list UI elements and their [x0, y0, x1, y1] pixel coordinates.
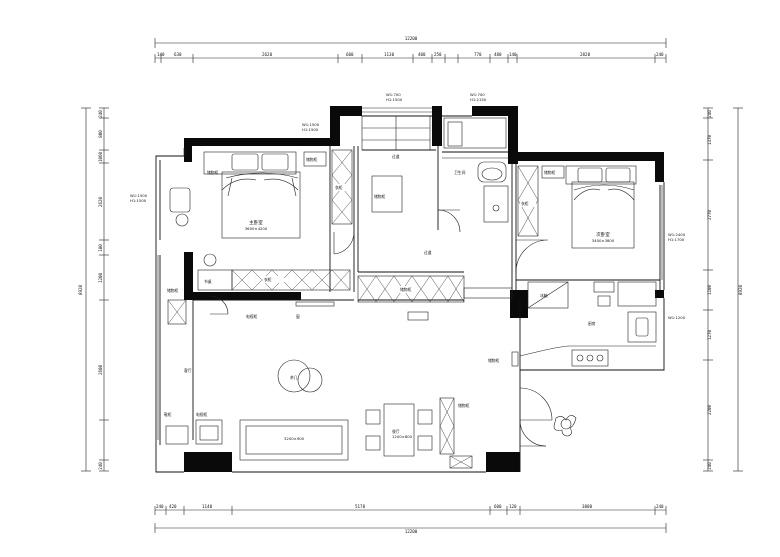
- bottom-dim-4: 600: [494, 504, 502, 509]
- wardrobe-label-1: 衣柜: [264, 277, 272, 282]
- tv-cabinet-label: 电视柜: [196, 412, 208, 417]
- top-total-dim: 12200: [405, 36, 418, 41]
- left-dim-2: 1060: [98, 151, 103, 162]
- kitchen: 冰箱 厨房 W1:1200 储物柜: [488, 281, 686, 367]
- left-dim-0: 240: [98, 110, 103, 118]
- bedside-label: 储物柜: [207, 170, 219, 175]
- right-total-dim: 8920: [738, 284, 743, 295]
- top-dim-8: 480: [494, 52, 502, 57]
- master-bedroom: 储物柜 储物柜 主卧室 3600×4200 衣柜 书桌 衣柜: [197, 149, 353, 291]
- bathroom-label: 卫生间: [454, 170, 466, 175]
- master-bedroom-size: 3600×4200: [245, 226, 268, 231]
- entry-cabinet-label: 储物柜: [167, 288, 179, 293]
- right-dim-6: 240: [707, 462, 712, 470]
- left-dimensions: 8920 240 800 1060 2620 180 1200 2600 240: [78, 107, 109, 472]
- tall-cabinet: 储物柜: [357, 275, 513, 321]
- right-dim-2: 2770: [707, 209, 712, 220]
- right-dim-4: 1270: [707, 329, 712, 340]
- top-dim-1: 630: [174, 52, 182, 57]
- left-total-dim: 8920: [78, 284, 83, 295]
- coffee-table-label: 茶几: [290, 375, 298, 380]
- bottom-dim-1: 420: [169, 504, 177, 509]
- wardrobe-right: 衣柜: [331, 149, 353, 225]
- plant-icon: [553, 415, 577, 437]
- desk-label: 书桌: [204, 279, 212, 284]
- second-bedroom-label: 次卧室: [596, 231, 610, 238]
- bottom-total-dim: 12200: [405, 529, 418, 534]
- top-dim-3: 600: [346, 52, 354, 57]
- wardrobe-bottom: 衣柜: [231, 269, 351, 291]
- left-dim-1: 800: [98, 130, 103, 138]
- left-dim-4: 180: [98, 244, 103, 252]
- hallway-label: 过道: [392, 154, 400, 159]
- top-dim-4: 1130: [384, 52, 395, 57]
- bottom-dim-6: 3800: [582, 504, 593, 509]
- storage-label: 储物柜: [374, 194, 386, 199]
- bottom-dim-3: 5170: [355, 504, 366, 509]
- dining-size: 1200×800: [392, 434, 413, 439]
- second-bedroom-size: 3400×3800: [592, 238, 615, 243]
- top-dim-10: 2820: [580, 52, 591, 57]
- window-label: 窗: [296, 314, 300, 319]
- bottom-dim-0: 240: [156, 504, 164, 509]
- right-dim-3: 1100: [707, 284, 712, 295]
- top-dimensions: 12200 140 630 2620 600 1130 400 250 770 …: [154, 36, 667, 63]
- left-dim-6: 2600: [98, 364, 103, 375]
- right-dim-0: 240: [707, 110, 712, 118]
- bedside-right-label: 储物柜: [306, 157, 318, 162]
- tv-label: 电视柜: [246, 314, 258, 319]
- second-wardrobe-label: 衣柜: [521, 201, 529, 206]
- bottom-dim-2: 1140: [202, 504, 213, 509]
- counter-label: 储物柜: [488, 358, 500, 363]
- refrigerator-label: 冰箱: [540, 293, 548, 298]
- left-dim-5: 1200: [98, 272, 103, 283]
- right-dim-5: 2200: [707, 404, 712, 415]
- windows: [157, 107, 663, 440]
- doors: [209, 209, 553, 447]
- walls: [184, 106, 664, 472]
- master-bedroom-label: 主卧室: [249, 219, 263, 226]
- shoe-cabinet-label: 鞋柜: [164, 412, 172, 417]
- dining-label: 餐厅: [392, 429, 400, 434]
- left-dim-3: 2620: [98, 196, 103, 207]
- right-dimensions: 240 1370 2770 1100 1270 2200 240 8920: [703, 107, 743, 472]
- sofa-size: 3200×900: [284, 436, 305, 441]
- top-dim-9: 140: [509, 52, 517, 57]
- bottom-dimensions: 240 420 1140 5170 600 120 3800 240 12200: [154, 504, 667, 534]
- top-dim-6: 250: [434, 52, 442, 57]
- top-dim-5: 400: [418, 52, 426, 57]
- left-dim-7: 240: [98, 462, 103, 470]
- nightstand-label: 储物柜: [544, 170, 556, 175]
- living-dining: 客厅 茶几 3200×900 电视柜 鞋柜 餐厅 1200×800 储物柜 储物…: [164, 288, 473, 469]
- corridor-label: 过道: [424, 250, 432, 255]
- top-dim-11: 240: [656, 52, 664, 57]
- top-dim-0: 140: [157, 52, 165, 57]
- bottom-dim-5: 120: [509, 504, 517, 509]
- living-room-label: 客厅: [184, 368, 192, 373]
- bottom-dim-7: 240: [656, 504, 664, 509]
- wardrobe-label-2: 衣柜: [335, 185, 343, 190]
- top-dim-2: 2620: [262, 52, 273, 57]
- top-dim-7: 770: [474, 52, 482, 57]
- kitchen-label: 厨房: [588, 321, 596, 326]
- cabinet-label: 储物柜: [400, 287, 412, 292]
- right-dim-1: 1370: [707, 134, 712, 145]
- window-tag-w6: W1:1200: [668, 315, 686, 320]
- sideboard-label: 储物柜: [458, 403, 470, 408]
